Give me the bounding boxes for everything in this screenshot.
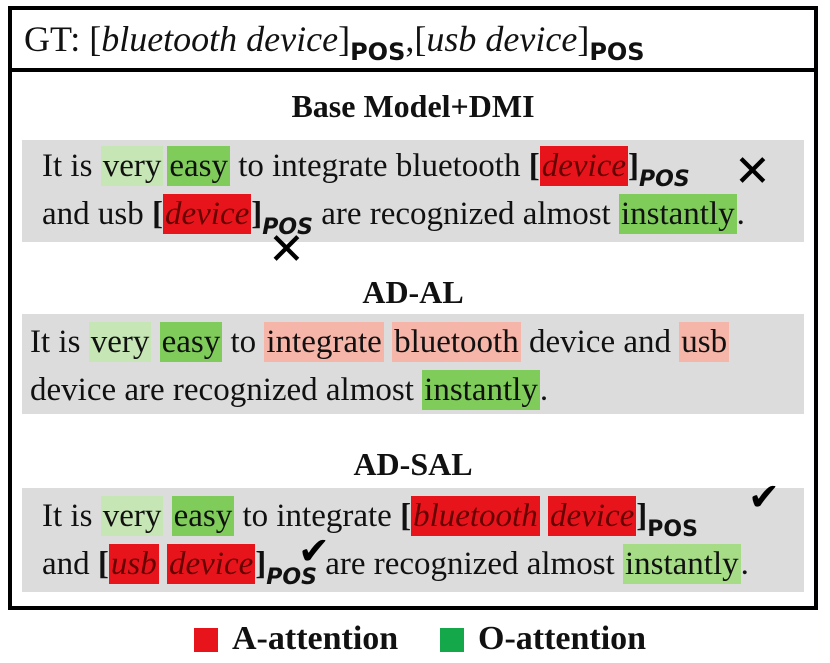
token-bracket: [ [97,546,109,582]
token: to [230,324,257,360]
legend-swatch-a-attention [194,628,218,652]
pos-label: POS [639,167,690,192]
token-o-attention: very [100,146,164,186]
token-o-attention: easy [171,496,235,536]
token-o-attention: instantly [618,194,737,234]
legend-label-a-attention: A-attention [232,620,399,657]
token: is [70,498,93,534]
token-a-attention: bluetooth [411,496,540,536]
ground-truth-text: GT: [bluetooth device]POS,[usb device]PO… [24,19,645,65]
ground-truth-row: GT: [bluetooth device]POS,[usb device]PO… [12,10,814,72]
token-a-attention: bluetooth [392,322,521,362]
gt-sub-2: POS [589,38,645,66]
token-o-attention: easy [167,146,230,186]
gt-sub-1: POS [350,38,406,66]
token-a-attention: device [547,496,637,536]
token: It [42,498,63,534]
token: and [623,324,671,360]
token: It [30,324,51,360]
gt-term-2: usb device [426,19,578,59]
token: are [325,546,366,582]
token: recognized [369,196,515,232]
token: . [740,546,749,582]
token-bracket: ] [251,196,263,232]
token: recognized [172,372,318,408]
check-mark-icon: ✔ [748,475,780,519]
pos-label: POS [647,517,698,542]
wrong-mark-icon: ✕ [268,224,305,275]
token: and [42,196,90,232]
token-o-attention: instantly [622,544,741,584]
gt-prefix: GT: [ [24,19,102,59]
token-bracket: ] [255,546,267,582]
sentence-line-2: and usb [device]POS are recognized almos… [42,194,745,240]
legend-label-o-attention: O-attention [478,620,647,657]
token: is [58,324,81,360]
token: almost [325,372,414,408]
token: are [321,196,362,232]
token-a-attention: usb [108,544,159,584]
panel-ad-al: It is very easy to integrate bluetooth d… [22,314,804,414]
legend: A-attention O-attention [0,618,830,658]
token: almost [526,546,615,582]
gt-term-1: bluetooth device [101,19,339,59]
sentence-line-2: and [usb device]POS are recognized almos… [42,544,749,590]
token: device [30,372,117,408]
token-a-attention: device [539,146,628,186]
legend-swatch-o-attention [440,628,464,652]
token-a-attention: device [163,194,252,234]
token: . [736,196,745,232]
gt-close-2: ] [577,19,590,59]
token: device [528,324,616,360]
sentence-line-1: It is very easy to integrate bluetooth d… [30,322,730,362]
sentence-line-1: It is very easy to integrate [bluetooth … [42,496,698,542]
sentence-line-2: device are recognized almost instantly. [30,370,548,410]
token: is [70,148,93,184]
token-a-attention: usb [679,322,730,362]
token-a-attention: device [167,544,256,584]
token: recognized [373,546,519,582]
token-bracket: [ [400,498,412,534]
token: and [42,546,90,582]
token: . [539,372,549,408]
token: integrate [272,148,388,184]
gt-sep: ,[ [405,19,427,59]
token-bracket: ] [628,148,639,184]
panel-ad-sal: It is very easy to integrate [bluetooth … [22,488,804,592]
check-mark-icon: ✔ [298,529,330,573]
token: bluetooth [395,148,521,184]
token-bracket: [ [528,148,540,184]
token: to [242,498,269,534]
token: It [42,148,63,184]
token-o-attention: instantly [422,370,540,410]
token-o-attention: very [100,496,164,536]
token: almost [522,196,611,232]
token-a-attention: integrate [264,322,384,362]
pos-label: POS [262,215,313,240]
token-bracket: ] [636,498,648,534]
token: are [124,372,165,408]
token-bracket: [ [152,196,163,232]
wrong-mark-icon: ✕ [734,146,771,197]
section-title-ad-al: AD-AL [362,274,464,310]
figure-frame: GT: [bluetooth device]POS,[usb device]PO… [8,6,818,610]
token-o-attention: very [88,322,152,362]
token: integrate [276,498,392,534]
token: usb [97,196,144,232]
section-title-base-model: Base Model+DMI [291,88,535,124]
gt-close-1: ] [338,19,351,59]
token-o-attention: easy [159,322,223,362]
token: to [238,148,264,184]
pos-label: POS [266,565,317,590]
section-title-ad-sal: AD-SAL [353,446,473,482]
